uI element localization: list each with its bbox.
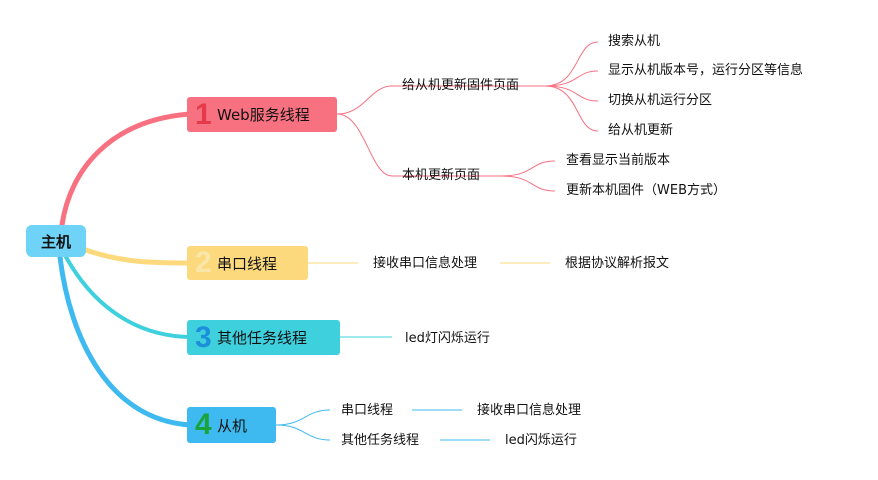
connector-root-branch3 <box>64 255 192 339</box>
connector-root-branch4 <box>57 254 193 428</box>
leaf-view-current-version[interactable]: 查看显示当前版本 <box>566 153 671 168</box>
subtopic-serial-receive[interactable]: 接收串口信息处理 <box>373 256 478 271</box>
branch-label-2: 串口线程 <box>217 254 278 273</box>
connector-root-branch1 <box>59 111 193 228</box>
connector-p1-c1 <box>544 41 599 87</box>
subtopic-local-update-page[interactable]: 本机更新页面 <box>402 168 481 183</box>
leaf-show-slave-version[interactable]: 显示从机版本号，运行分区等信息 <box>608 63 804 78</box>
leaf-update-slave[interactable]: 给从机更新 <box>608 123 674 138</box>
leaf-slave-serial-receive[interactable]: 接收串口信息处理 <box>477 403 582 418</box>
number-badge-3: 3 <box>195 320 212 354</box>
branch-node-4[interactable]: 4 从机 <box>187 407 276 443</box>
leaf-search-slave[interactable]: 搜索从机 <box>608 34 661 49</box>
root-node[interactable]: 主机 <box>26 225 86 257</box>
branch-node-2[interactable]: 2 串口线程 <box>187 246 308 280</box>
connector-b4-c2 <box>275 424 331 441</box>
subtopic-slave-serial-thread[interactable]: 串口线程 <box>341 403 394 418</box>
subtopic-firmware-page[interactable]: 给从机更新固件页面 <box>402 78 520 93</box>
branch-label-1: Web服务线程 <box>217 106 310 124</box>
subtopic-slave-other-thread[interactable]: 其他任务线程 <box>341 433 420 448</box>
leaf-update-local-firmware[interactable]: 更新本机固件（WEB方式） <box>566 183 726 198</box>
connector-root-branch2 <box>83 247 193 266</box>
number-badge-1: 1 <box>195 97 212 131</box>
branch-label-4: 从机 <box>217 416 248 435</box>
root-node-label: 主机 <box>40 232 71 251</box>
branch-node-3[interactable]: 3 其他任务线程 <box>187 320 340 355</box>
connector-b4-c1 <box>275 409 331 426</box>
number-badge-4: 4 <box>195 408 212 441</box>
connector-p1-c4 <box>544 85 599 132</box>
branch-node-1[interactable]: 1 Web服务线程 <box>187 97 337 132</box>
connector-p1-c3 <box>544 85 599 102</box>
subtopic-led-blink[interactable]: led灯闪烁运行 <box>405 331 490 346</box>
connector-b1-page2 <box>336 113 393 177</box>
leaf-slave-led-blink[interactable]: led闪烁运行 <box>505 433 577 448</box>
connector-p2-c2 <box>499 175 556 192</box>
connector-p1-c2 <box>544 70 599 87</box>
connector-p2-c1 <box>499 160 556 177</box>
leaf-parse-protocol[interactable]: 根据协议解析报文 <box>565 256 670 271</box>
number-badge-2: 2 <box>195 246 212 279</box>
leaf-switch-partition[interactable]: 切换从机运行分区 <box>608 93 713 108</box>
connector-b1-page1 <box>336 85 393 115</box>
branch-label-3: 其他任务线程 <box>217 329 308 347</box>
